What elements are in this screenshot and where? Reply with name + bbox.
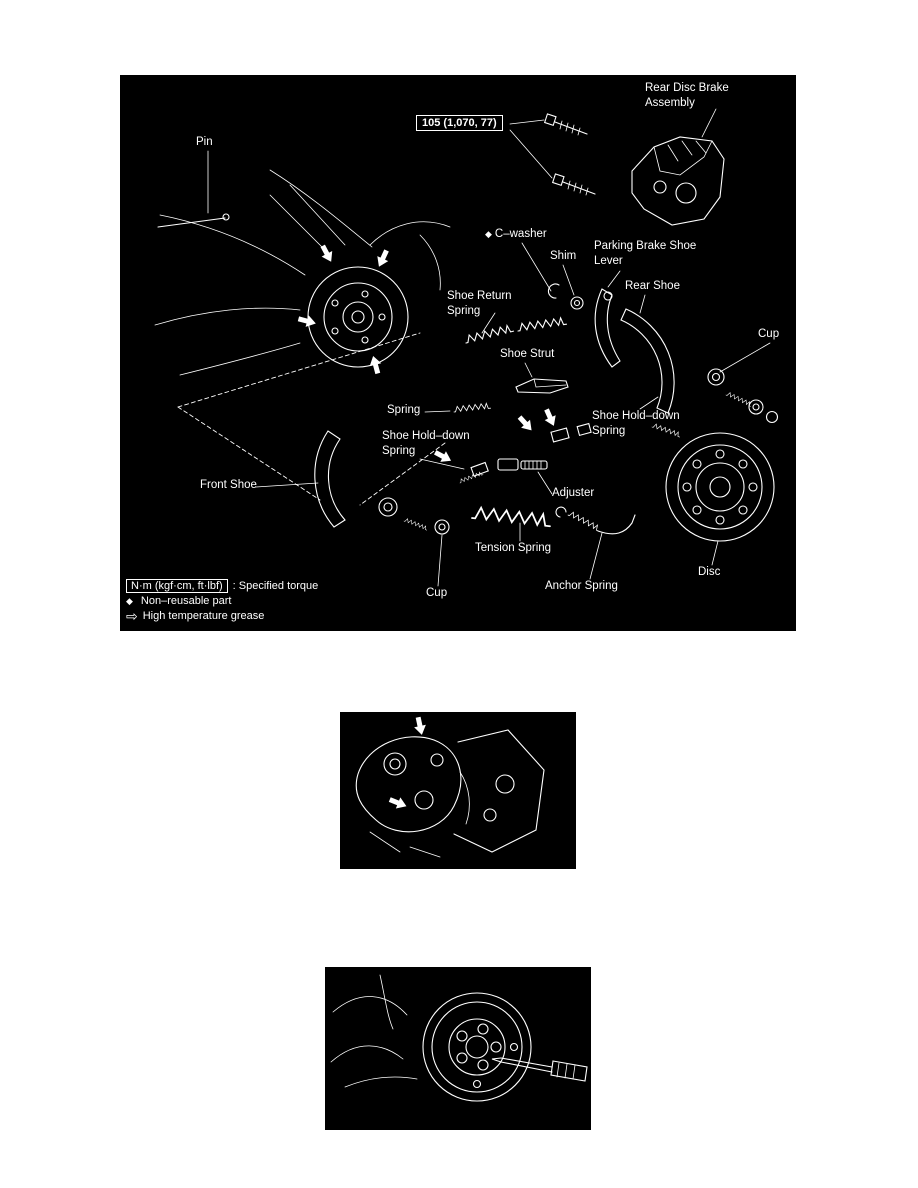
- label-cup-bottom: Cup: [426, 587, 448, 599]
- hub-backing-plate: [307, 266, 409, 368]
- label-shoe-holddown-spring-left: Shoe Hold–down Spring: [382, 430, 470, 457]
- label-spring: Spring: [387, 404, 421, 416]
- disc-part: [665, 432, 775, 566]
- small-spring-part: [424, 402, 491, 413]
- suspension-sketch: [330, 974, 418, 1088]
- cup-group-right: [707, 342, 779, 424]
- label-cup-right: Cup: [758, 328, 780, 340]
- torque-spec-value: 105 (1,070, 77): [422, 117, 497, 129]
- label-shoe-holddown-spring-right: Shoe Hold–down Spring: [592, 410, 680, 437]
- parking-lever-part: [594, 270, 621, 368]
- label-anchor-spring: Anchor Spring: [545, 580, 618, 592]
- hub-artwork: [330, 974, 588, 1102]
- hub-drum-sketch: [422, 992, 532, 1102]
- tension-spring-part: [471, 505, 553, 542]
- c-washer-shim-parts: [521, 242, 584, 310]
- screwdriver-sketch: [491, 1057, 588, 1082]
- grease-arrow-icon: ⇨: [126, 608, 138, 624]
- legend-torque-desc: : Specified torque: [232, 580, 319, 592]
- torque-spec-box: 105 (1,070, 77): [416, 115, 503, 131]
- suspension-structure: [154, 169, 451, 376]
- label-c-washer: ◆C–washer: [485, 227, 547, 242]
- anchor-spring-part: [555, 506, 636, 580]
- label-pin: Pin: [196, 136, 213, 148]
- caliper-assembly: [631, 108, 725, 226]
- legend-torque-box: N·m (kgf·cm, ft·lbf): [126, 579, 228, 593]
- label-shoe-strut: Shoe Strut: [500, 348, 555, 360]
- legend: N·m (kgf·cm, ft·lbf) : Specified torque ◆…: [126, 577, 318, 623]
- diamond-icon: ◆: [126, 595, 133, 606]
- label-parking-brake-shoe-lever: Parking Brake Shoe Lever: [594, 240, 697, 267]
- shoe-strut-part: [515, 362, 569, 394]
- label-rear-shoe: Rear Shoe: [625, 280, 680, 292]
- legend-non-reusable-row: ◆ Non–reusable part: [126, 595, 318, 607]
- label-shoe-return-spring: Shoe Return Spring: [447, 290, 512, 317]
- label-disc: Disc: [698, 566, 721, 578]
- front-shoe-part: [255, 430, 346, 528]
- exploded-artwork: [154, 108, 779, 587]
- label-adjuster: Adjuster: [552, 487, 595, 499]
- legend-grease-text: High temperature grease: [142, 610, 265, 622]
- holddown-hardware: [419, 396, 682, 484]
- diamond-icon: ◆: [485, 229, 492, 239]
- caliper-sketch: [355, 729, 545, 858]
- rear-shoe-part: [620, 294, 675, 414]
- label-c-washer-text: C–washer: [494, 228, 547, 240]
- label-rear-disc-brake-assembly: Rear Disc Brake Assembly: [645, 82, 729, 109]
- label-tension-spring: Tension Spring: [475, 542, 552, 554]
- caliper-artwork: [355, 716, 545, 858]
- pin-part: [157, 150, 230, 228]
- legend-grease-row: ⇨ High temperature grease: [126, 609, 318, 623]
- caliper-illustration-panel: [340, 712, 576, 869]
- exploded-view-panel: Rear Disc Brake Assembly 105 (1,070, 77)…: [120, 75, 796, 631]
- caliper-bolts: [509, 113, 596, 196]
- adjuster-part: [497, 458, 553, 495]
- shoe-return-springs: [463, 312, 568, 344]
- label-shim: Shim: [550, 250, 577, 262]
- cup-group-left: [378, 497, 450, 587]
- legend-torque-row: N·m (kgf·cm, ft·lbf) : Specified torque: [126, 579, 318, 593]
- label-front-shoe: Front Shoe: [200, 479, 257, 491]
- legend-non-reusable-text: Non–reusable part: [140, 595, 232, 607]
- hub-adjustment-panel: [325, 967, 591, 1130]
